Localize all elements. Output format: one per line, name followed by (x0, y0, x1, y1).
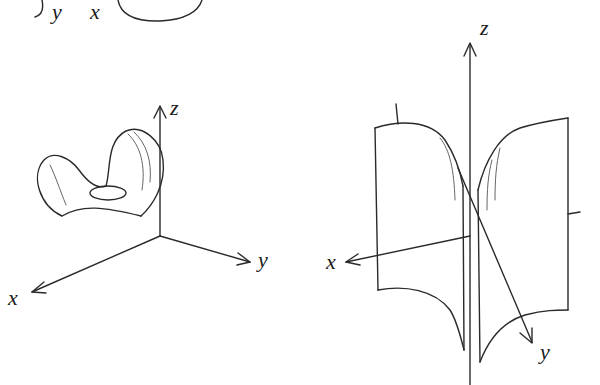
axis-label: x (324, 250, 338, 274)
arrowhead (520, 328, 532, 343)
cylinder-sheet (463, 186, 464, 350)
saddle-surface (38, 129, 164, 216)
shading (50, 165, 66, 205)
arrowhead (237, 253, 250, 265)
x-axis (346, 236, 470, 262)
arrowhead (464, 43, 476, 56)
shading (128, 134, 143, 190)
x-axis (32, 236, 160, 292)
axis-label: y (256, 248, 270, 272)
z-axis (159, 108, 160, 236)
saddle-level-curve (90, 186, 126, 200)
partial-curve (118, 0, 202, 21)
axis-label: z (478, 16, 491, 40)
cylinder-sheet (375, 123, 463, 186)
axis-label: y (538, 340, 552, 364)
partial-stroke (35, 0, 43, 17)
tick-mark (568, 212, 580, 214)
axis-label: x (6, 286, 20, 310)
cylinder-sheet (478, 118, 568, 190)
z-axis (469, 44, 470, 385)
cylinder-sheet (478, 190, 480, 362)
arrowhead (32, 282, 46, 293)
axis-label: x (88, 0, 102, 24)
cylinder-sheet (375, 128, 378, 290)
arrowhead (346, 254, 360, 265)
shading (440, 138, 455, 200)
shading (487, 160, 492, 210)
cylinder-sheet (378, 288, 464, 350)
axis-label: z (168, 96, 181, 120)
cylinder-sheet (480, 310, 568, 362)
shading (134, 132, 150, 182)
saddle-edge (62, 208, 141, 216)
arrowhead (154, 106, 166, 118)
shading (495, 148, 500, 200)
axis-label: y (50, 0, 64, 24)
y-axis (160, 236, 250, 262)
tick-mark (396, 104, 398, 124)
